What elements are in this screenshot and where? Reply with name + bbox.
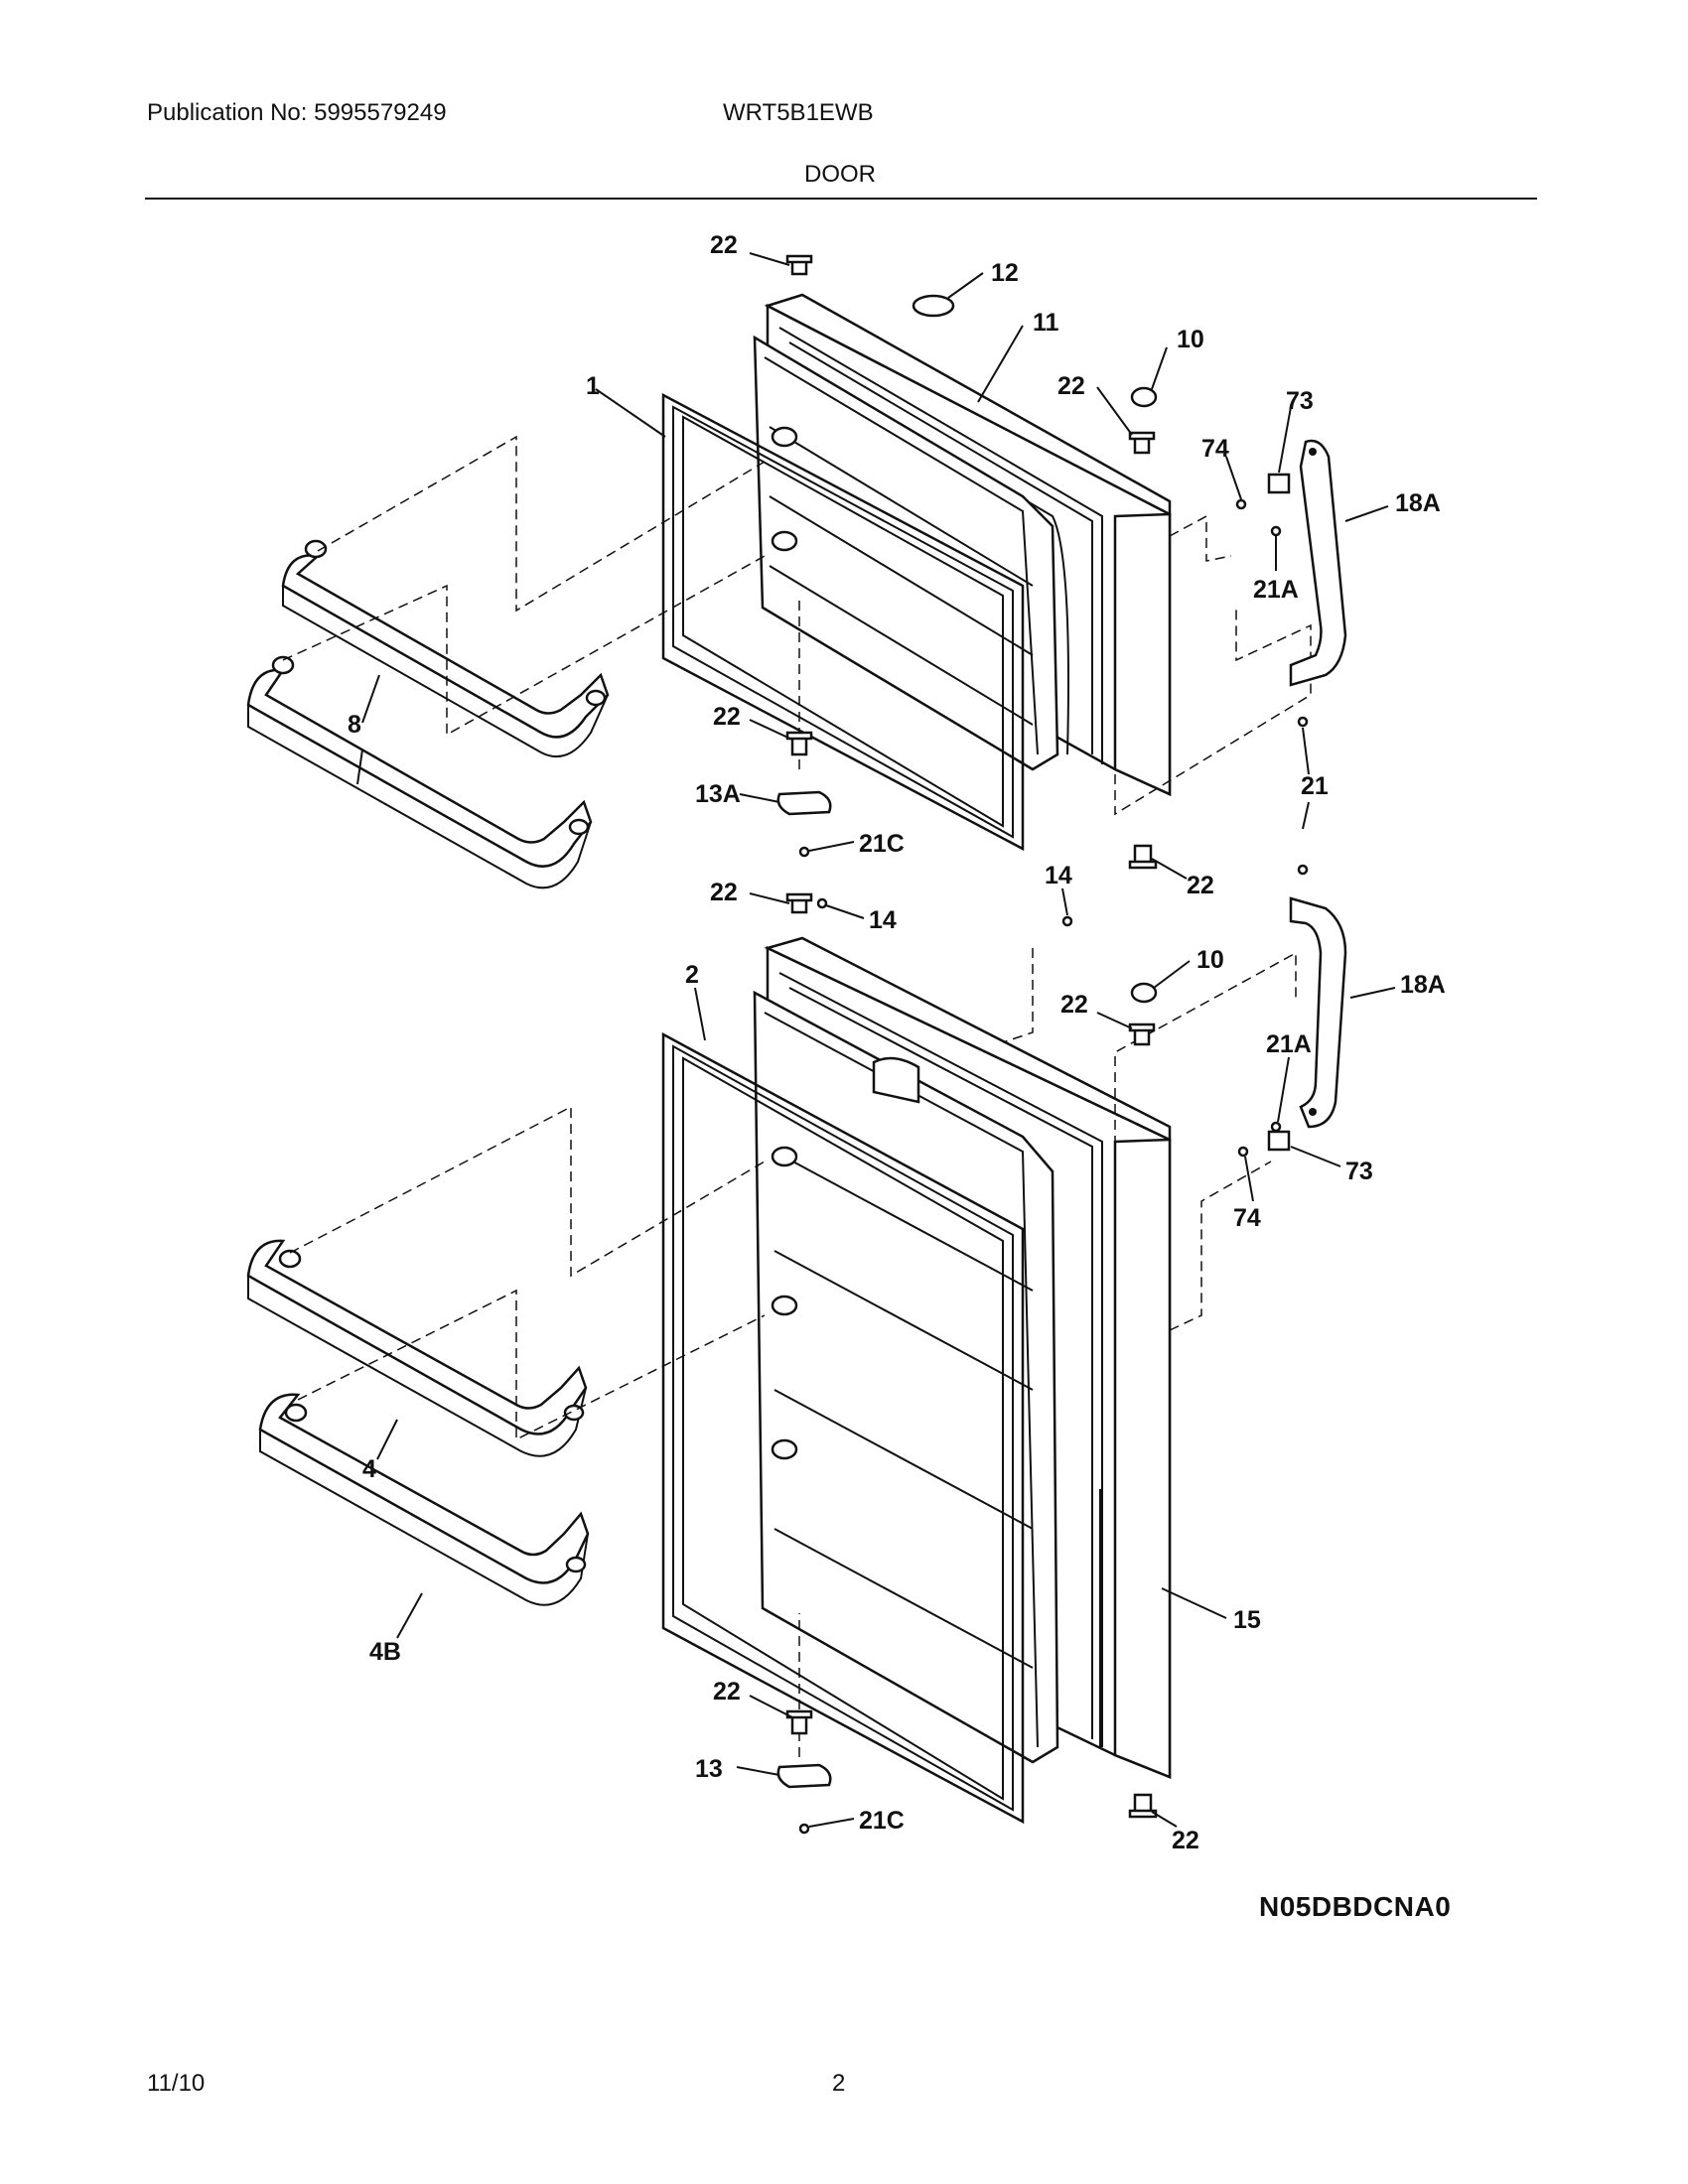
- callout-13A: 13A: [695, 780, 741, 808]
- callout-21: 21: [1301, 772, 1329, 800]
- callout-21A: 21A: [1253, 576, 1299, 604]
- footer-date: 11/10: [147, 2070, 206, 2097]
- hinge-pin-22-top-lower: [785, 892, 813, 914]
- hinge-pin-22-mid: [1128, 844, 1158, 870]
- callout-11: 11: [1033, 309, 1059, 337]
- publication-number: Publication No: 5995579249: [147, 99, 447, 126]
- fresh-food-handle-18A: [1289, 896, 1347, 1129]
- callout-14: 14: [1045, 862, 1072, 889]
- screw-74: [1235, 498, 1247, 510]
- hinge-13: [776, 1763, 832, 1789]
- cap-10: [1130, 386, 1158, 408]
- callout-73: 73: [1345, 1158, 1373, 1185]
- header-rule: [145, 198, 1537, 200]
- callout-8: 8: [348, 711, 361, 739]
- freezer-door-shelf-lower: [246, 655, 593, 889]
- fresh-food-door-gasket: [661, 1031, 1025, 1825]
- diagram-code: N05DBDCNA0: [1259, 1891, 1452, 1922]
- screw-14: [1061, 915, 1073, 927]
- callout-22: 22: [713, 703, 741, 731]
- callout-21C: 21C: [859, 830, 905, 858]
- freezer-door-shelf: [281, 539, 610, 757]
- callout-22: 22: [713, 1678, 741, 1706]
- callout-labels: 22 12 11 10 22 1 73 74 18A 21A 8 22 13A …: [348, 231, 1446, 1854]
- shelf-stud: [771, 530, 798, 552]
- screw-21: [1297, 716, 1309, 728]
- section-title: DOOR: [804, 161, 876, 188]
- callout-18A: 18A: [1395, 489, 1441, 517]
- callout-10: 10: [1177, 326, 1204, 353]
- callout-21A: 21A: [1266, 1030, 1312, 1058]
- callout-22: 22: [1187, 872, 1214, 899]
- cap-10-lower: [1130, 982, 1158, 1004]
- callout-21C: 21C: [859, 1807, 905, 1835]
- callout-22: 22: [710, 879, 738, 906]
- callout-22: 22: [1060, 991, 1088, 1019]
- screw-21A-lower: [1270, 1121, 1282, 1133]
- callout-74: 74: [1233, 1204, 1261, 1232]
- fresh-food-door-shelf-lower: [258, 1393, 590, 1606]
- hinge-13A: [776, 790, 832, 816]
- screw-14-top: [816, 897, 828, 909]
- screw-21C-lower: [798, 1823, 810, 1835]
- hinge-pin-22-top: [785, 254, 813, 276]
- callout-10: 10: [1196, 946, 1224, 974]
- screw-21A: [1270, 525, 1282, 537]
- hinge-pin-22-handle: [1128, 431, 1156, 455]
- handle-mount-73-lower: [1267, 1130, 1291, 1152]
- dairy-door: [872, 1056, 920, 1104]
- fresh-food-door-shelf: [246, 1239, 588, 1457]
- callout-22: 22: [1057, 372, 1085, 400]
- fresh-food-door-liner: [753, 990, 1059, 1764]
- screw-21-lower: [1297, 864, 1309, 876]
- shelf-stud: [771, 426, 798, 448]
- callout-2: 2: [685, 961, 699, 989]
- model-number: WRT5B1EWB: [723, 99, 874, 126]
- hinge-pin-22-bottom-lower: [785, 1709, 813, 1735]
- hinge-pin-22-floor: [1128, 1793, 1158, 1819]
- callout-13: 13: [695, 1755, 723, 1783]
- screw-74-lower: [1237, 1146, 1249, 1158]
- leader-lines: [356, 252, 1396, 1828]
- freezer-door-gasket: [661, 392, 1025, 852]
- callout-15: 15: [1233, 1606, 1261, 1634]
- callout-73: 73: [1286, 387, 1314, 415]
- callout-12: 12: [991, 259, 1019, 287]
- callout-74: 74: [1201, 435, 1229, 463]
- callout-4B: 4B: [369, 1638, 401, 1666]
- handle-mount-73: [1267, 473, 1291, 494]
- callout-22: 22: [1172, 1827, 1199, 1854]
- hole-plug-12: [912, 294, 955, 318]
- screw-21C: [798, 846, 810, 858]
- freezer-door-liner: [753, 335, 1059, 771]
- freezer-handle-18A: [1289, 439, 1347, 687]
- callout-18A: 18A: [1400, 971, 1446, 999]
- callout-14: 14: [869, 906, 897, 934]
- page-number: 2: [832, 2070, 846, 2097]
- callout-1: 1: [586, 372, 600, 400]
- callout-4: 4: [362, 1455, 376, 1483]
- hinge-pin-22-bottom: [785, 731, 813, 756]
- callout-22: 22: [710, 231, 738, 259]
